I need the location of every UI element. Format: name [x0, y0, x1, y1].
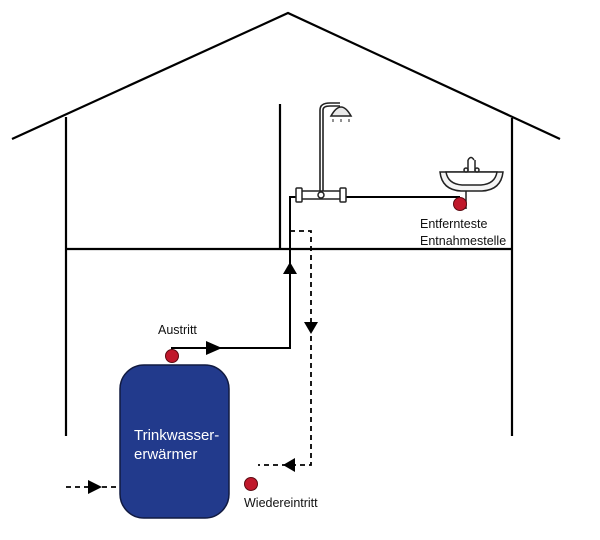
reentry-label: Wiedereintritt [244, 496, 318, 510]
arrow-supply-up [283, 262, 297, 274]
water-heater-tank: Trinkwasser- erwärmer [119, 364, 230, 519]
shower-icon [319, 102, 353, 191]
flow-arrows [88, 262, 318, 494]
supply-pipe [171, 196, 460, 356]
house-outline [11, 11, 561, 436]
farthest-tap-label-line2: Entnahmestelle [420, 234, 506, 248]
arrow-return-down [304, 322, 318, 334]
outlet-label: Austritt [158, 323, 197, 337]
roof-line [11, 11, 561, 141]
arrow-outlet-right [206, 341, 222, 355]
mixer-valve-icon [295, 187, 347, 203]
sensor-reentry [244, 477, 258, 491]
sensor-outlet [165, 349, 179, 363]
tank-label-line1: Trinkwasser- [134, 427, 219, 444]
farthest-tap-label-line1: Entfernteste [420, 217, 487, 231]
arrow-return-left [283, 458, 295, 472]
sensor-farthest-tap [453, 197, 467, 211]
arrow-cold-inlet [88, 480, 102, 494]
sink-icon [439, 156, 504, 209]
tank-label-line2: erwärmer [134, 446, 197, 463]
sensors [165, 197, 467, 491]
